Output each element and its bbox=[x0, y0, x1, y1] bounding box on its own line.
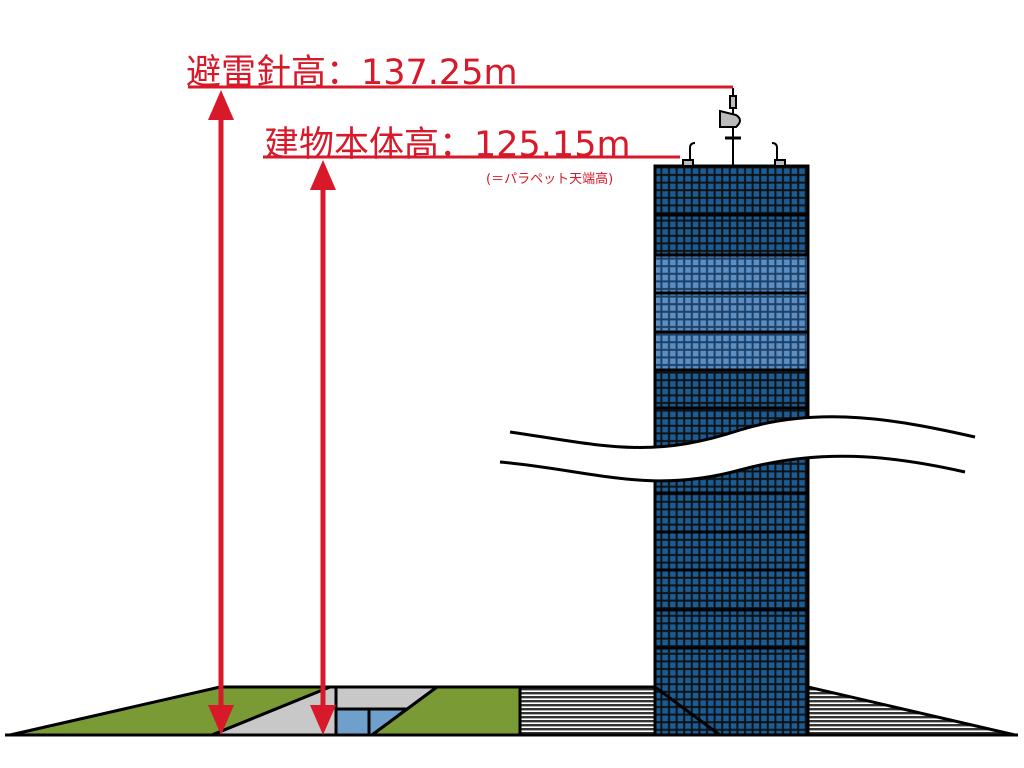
lightning-rod-height-label: 避雷針高：137.25m bbox=[186, 53, 518, 93]
building-height-dimension bbox=[263, 155, 680, 735]
height-break-symbol bbox=[499, 415, 976, 483]
building-height-label: 建物本体高：125.15m bbox=[264, 125, 631, 165]
lightning-rod bbox=[682, 88, 786, 167]
ground-plaza bbox=[5, 685, 1018, 737]
arrow-up-icon bbox=[310, 160, 336, 190]
lightning-rod-dimension bbox=[188, 85, 733, 735]
parapet-height-note: (＝パラペット天端高) bbox=[486, 172, 614, 187]
arrow-up-icon bbox=[208, 90, 234, 120]
arrow-down-icon bbox=[310, 705, 336, 735]
arrow-down-icon bbox=[208, 705, 234, 735]
